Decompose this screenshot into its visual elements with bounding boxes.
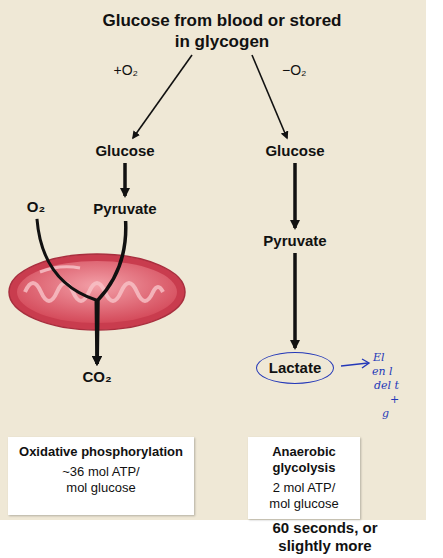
node-heading: Anaerobic glycolysis xyxy=(254,444,354,476)
metabolite-label: Glucose xyxy=(265,142,324,160)
metabolite-label: Pyruvate xyxy=(263,232,326,250)
flow-arrow xyxy=(293,163,297,228)
node-heading: Pyruvate xyxy=(263,232,326,250)
handwritten-note: g xyxy=(382,408,389,420)
duration-note: 60 seconds, or slightly more xyxy=(250,519,400,555)
node-heading: Lactate xyxy=(269,359,322,377)
flow-arrow xyxy=(133,55,192,138)
node-heading: O₂ xyxy=(27,198,45,216)
pathway-box: Oxidative phosphorylation ~36 mol ATP/ mo… xyxy=(8,437,194,515)
node-heading: Glucose xyxy=(95,142,154,160)
flow-arrow xyxy=(293,253,297,348)
flow-arrow xyxy=(252,55,287,138)
flow-arrow xyxy=(123,163,127,196)
node-heading: Oxidative phosphorylation xyxy=(14,444,188,460)
handwritten-note xyxy=(341,359,369,368)
handwritten-note: en l xyxy=(372,366,393,378)
pathway-box: Anaerobic glycolysis 2 mol ATP/ mol gluco… xyxy=(248,437,360,519)
flow-arrow xyxy=(97,221,126,364)
panel xyxy=(0,0,426,520)
node-heading: Glucose xyxy=(265,142,324,160)
node-heading: Pyruvate xyxy=(93,200,156,218)
handwritten-note: + xyxy=(390,394,399,406)
handwritten-note: El xyxy=(373,352,385,364)
heading-node: Glucose from blood or stored in glycogen xyxy=(97,10,347,52)
node-body: 2 mol ATP/ mol glucose xyxy=(262,480,347,512)
metabolite-label: Glucose xyxy=(95,142,154,160)
gas-label: O₂ xyxy=(27,198,45,216)
metabolite-label: Pyruvate xyxy=(93,200,156,218)
flow-arrow xyxy=(37,219,97,364)
node-heading: CO₂ xyxy=(82,368,111,386)
edge-label: −O₂ xyxy=(282,62,307,79)
node-heading: Glucose from blood or stored in glycogen xyxy=(97,10,347,52)
gas-label: CO₂ xyxy=(82,368,111,386)
handwritten-note: del t xyxy=(374,380,399,392)
edge-label: +O₂ xyxy=(114,62,139,79)
circled-metabolite: Lactate xyxy=(256,352,335,384)
node-body: ~36 mol ATP/ mol glucose xyxy=(51,464,151,496)
